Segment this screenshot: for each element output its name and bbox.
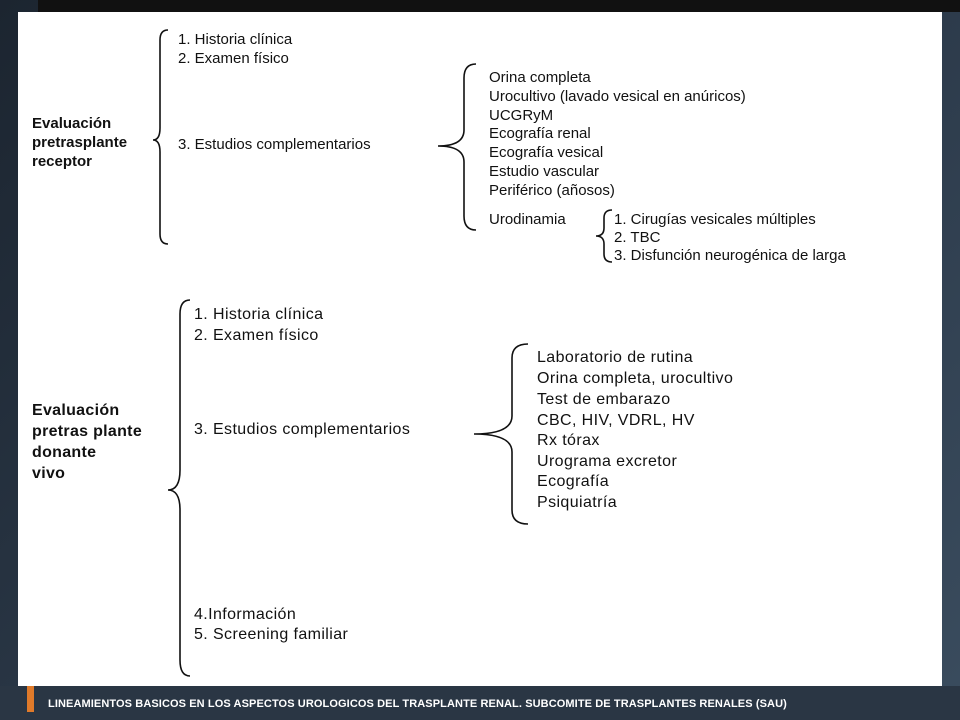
receptor-urodinamia-label: Urodinamia (489, 211, 566, 228)
receptor-estudio: Ecografía vesical (489, 144, 604, 161)
receptor-title-line: pretrasplante (32, 134, 128, 151)
donante-estudio: Rx tórax (537, 432, 600, 449)
top-bar (38, 0, 960, 12)
donante-estudio: CBC, HIV, VDRL, HV (537, 412, 695, 429)
donante-estudio: Psiquiatría (537, 494, 617, 511)
urodinamia-item: 1. Cirugías vesicales múltiples (614, 211, 816, 228)
donante-item-examen: 2. Examen físico (194, 327, 319, 344)
footer-text: LINEAMIENTOS BASICOS EN LOS ASPECTOS URO… (48, 698, 787, 710)
receptor-item-historia: 1. Historia clínica (178, 31, 293, 48)
donante-item-informacion: 4.Información (194, 606, 297, 623)
receptor-estudio: Orina completa (489, 69, 591, 86)
receptor-estudio: Urocultivo (lavado vesical en anúricos) (489, 88, 746, 105)
donante-title-line: donante (32, 444, 97, 461)
receptor-estudio: Periférico (añosos) (489, 182, 615, 199)
donante-item-screening: 5. Screening familiar (194, 626, 349, 643)
urodinamia-item: 2. TBC (614, 229, 661, 246)
donante-estudio: Ecografía (537, 473, 610, 490)
donante-item-historia: 1. Historia clínica (194, 306, 324, 323)
donante-title-line: Evaluación (32, 402, 120, 419)
receptor-estudio: Estudio vascular (489, 163, 600, 180)
footer-bar (0, 686, 960, 720)
donante-title-line: vivo (32, 465, 66, 482)
receptor-estudio: UCGRyM (489, 107, 554, 124)
donante-item-estudios: 3. Estudios complementarios (194, 421, 411, 438)
slide-canvas (18, 12, 942, 686)
receptor-title-line: receptor (32, 153, 93, 170)
donante-estudio: Urograma excretor (537, 453, 678, 470)
receptor-item-examen: 2. Examen físico (178, 50, 289, 67)
donante-title-line: pretras plante (32, 423, 143, 440)
urodinamia-item: 3. Disfunción neurogénica de larga (614, 247, 846, 264)
donante-estudio: Laboratorio de rutina (537, 349, 694, 366)
receptor-title-line: Evaluación (32, 115, 112, 132)
donante-estudio: Test de embarazo (537, 391, 671, 408)
donante-estudio: Orina completa, urocultivo (537, 370, 734, 387)
receptor-item-estudios: 3. Estudios complementarios (178, 136, 371, 153)
receptor-estudio: Ecografía renal (489, 125, 591, 142)
donante-title: Evaluación pretras plante donante vivo (32, 400, 142, 484)
receptor-title: Evaluación pretrasplante receptor (32, 114, 127, 171)
footer-accent (27, 686, 34, 712)
